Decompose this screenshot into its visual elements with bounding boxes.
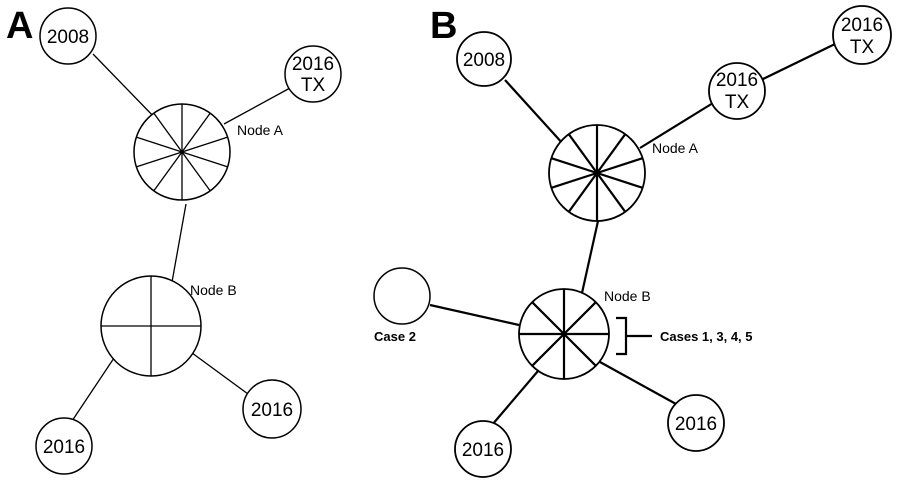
edge-b-2008-nodeA bbox=[504, 79, 565, 146]
panel-b-leaf-case-2: Case 2 bbox=[373, 267, 431, 344]
panel-b-leaf-2008-circle bbox=[456, 31, 512, 87]
panel-b-leaf-2016-tx-1-year: 2016 bbox=[716, 70, 758, 91]
panel-b-letter: B bbox=[430, 5, 457, 47]
panel-b-node-b-spoke bbox=[531, 333, 565, 367]
edge-b-case2-nodeB bbox=[429, 303, 520, 327]
edge-a-nodeA-nodeB bbox=[171, 203, 187, 283]
panel-a-leaf-2016-tx: 2016 TX bbox=[284, 45, 342, 103]
panel-a-leaf-2016-left: 2016 bbox=[35, 417, 93, 475]
panel-b-leaf-2016-tx-1: 2016 TX bbox=[708, 62, 766, 120]
panel-a-node-a-spoke bbox=[181, 112, 211, 153]
panel-b-leaf-case-2-circle bbox=[373, 267, 431, 325]
panel-b-leaf-2008: 2008 bbox=[456, 31, 512, 87]
edge-b-nodeB-2016right bbox=[599, 361, 677, 405]
panel-a-leaf-2016-tx-state: TX bbox=[301, 75, 326, 96]
panel-b-node-a-spoke bbox=[596, 133, 627, 174]
panel-b-node-b-spoke bbox=[531, 301, 565, 335]
panel-a-node-a-spoke bbox=[153, 151, 183, 192]
panel-a-leaf-2008-circle bbox=[39, 7, 97, 65]
panel-a-leaf-2008: 2008 bbox=[39, 7, 97, 65]
panel-b-leaf-2016-left-text: 2016 bbox=[462, 440, 504, 461]
panel-b-leaf-2016-tx-2: 2016 TX bbox=[832, 5, 892, 65]
panel-b-node-b bbox=[518, 288, 610, 380]
panel-b-node-b-spoke bbox=[563, 333, 597, 367]
panel-a-node-a-spoke bbox=[181, 151, 211, 192]
panel-a-leaf-2016-right: 2016 bbox=[242, 379, 302, 439]
edge-b-tx2-tx1 bbox=[760, 43, 836, 81]
panel-b-leaf-2016-tx-2-state: TX bbox=[850, 37, 875, 58]
edge-a-nodeB-2016right bbox=[187, 349, 249, 395]
panel-b-node-a-label: Node A bbox=[652, 140, 699, 156]
panel-b-node-b-spoke bbox=[563, 301, 597, 335]
panel-b-node-a-spoke bbox=[567, 133, 598, 174]
panel-b-node-a-spoke bbox=[551, 157, 598, 175]
panel-a-node-a-spoke bbox=[136, 151, 183, 168]
panel-b-leaf-2016-tx-2-circle bbox=[832, 5, 892, 65]
panel-a-node-b-label: Node B bbox=[190, 282, 237, 298]
panel-a-leaf-2016-right-text: 2016 bbox=[251, 400, 293, 421]
panel-a-node-a-spoke bbox=[181, 151, 228, 168]
panel-a-leaf-2008-text: 2008 bbox=[47, 27, 89, 48]
panel-b-node-a-spoke bbox=[551, 171, 598, 189]
panel-a: A Node A Node B 2008 2016 TX bbox=[6, 5, 342, 475]
panel-a-leaf-2016-tx-year: 2016 bbox=[292, 54, 334, 75]
panel-a-node-a-spoke bbox=[136, 136, 183, 153]
panel-b-node-b-spokes bbox=[519, 289, 609, 379]
cases-bracket-label: Cases 1, 3, 4, 5 bbox=[660, 329, 753, 344]
cases-bracket bbox=[616, 316, 628, 356]
panel-b: B Node A Node B Cases 1, 3, 4, 5 2008 bbox=[373, 5, 892, 478]
panel-b-leaf-case-2-label: Case 2 bbox=[374, 329, 416, 344]
panel-a-leaf-2016-tx-circle bbox=[284, 45, 342, 103]
panel-a-leaf-2016-left-circle bbox=[35, 417, 93, 475]
panel-a-node-b-spokes bbox=[101, 276, 201, 376]
panel-b-node-b-label: Node B bbox=[604, 288, 651, 304]
panel-b-node-a-spokes bbox=[551, 125, 643, 221]
panel-b-leaf-2016-right: 2016 bbox=[667, 394, 725, 452]
panel-a-node-a-label: Node A bbox=[237, 122, 284, 138]
panel-b-leaf-2016-left-circle bbox=[454, 420, 512, 478]
panel-b-leaf-2008-text: 2008 bbox=[463, 50, 505, 71]
panel-b-node-a-spoke bbox=[567, 172, 598, 213]
panel-b-leaf-2016-left: 2016 bbox=[454, 420, 512, 478]
panel-a-leaf-2016-left-text: 2016 bbox=[43, 437, 85, 458]
panel-b-node-a bbox=[548, 124, 646, 222]
edge-a-tx-nodeA bbox=[223, 87, 291, 125]
panel-a-node-a-spokes bbox=[136, 104, 228, 200]
edge-b-tx1-nodeA bbox=[639, 102, 714, 149]
panel-a-node-a bbox=[133, 103, 231, 201]
panel-b-leaf-2016-tx-2-year: 2016 bbox=[841, 15, 883, 36]
edge-b-nodeB-2016left bbox=[491, 370, 539, 426]
panel-a-node-b bbox=[100, 275, 202, 377]
panel-b-node-a-spoke bbox=[596, 172, 627, 213]
edge-b-nodeA-nodeB bbox=[580, 220, 600, 294]
panel-b-leaf-2016-tx-1-circle bbox=[708, 62, 766, 120]
panel-b-node-a-spoke bbox=[596, 171, 643, 189]
panel-a-node-a-spoke bbox=[181, 136, 228, 153]
panel-b-leaf-2016-right-text: 2016 bbox=[675, 414, 717, 435]
panel-a-node-a-spoke bbox=[153, 112, 183, 153]
edge-a-2008-nodeA bbox=[92, 53, 160, 123]
panel-b-leaf-2016-tx-1-state: TX bbox=[725, 92, 750, 113]
panel-a-letter: A bbox=[6, 5, 33, 47]
panel-b-leaf-2016-right-circle bbox=[667, 394, 725, 452]
panel-a-leaf-2016-right-circle bbox=[242, 379, 302, 439]
edge-a-nodeB-2016left bbox=[71, 354, 117, 422]
panel-b-node-a-spoke bbox=[596, 157, 643, 175]
